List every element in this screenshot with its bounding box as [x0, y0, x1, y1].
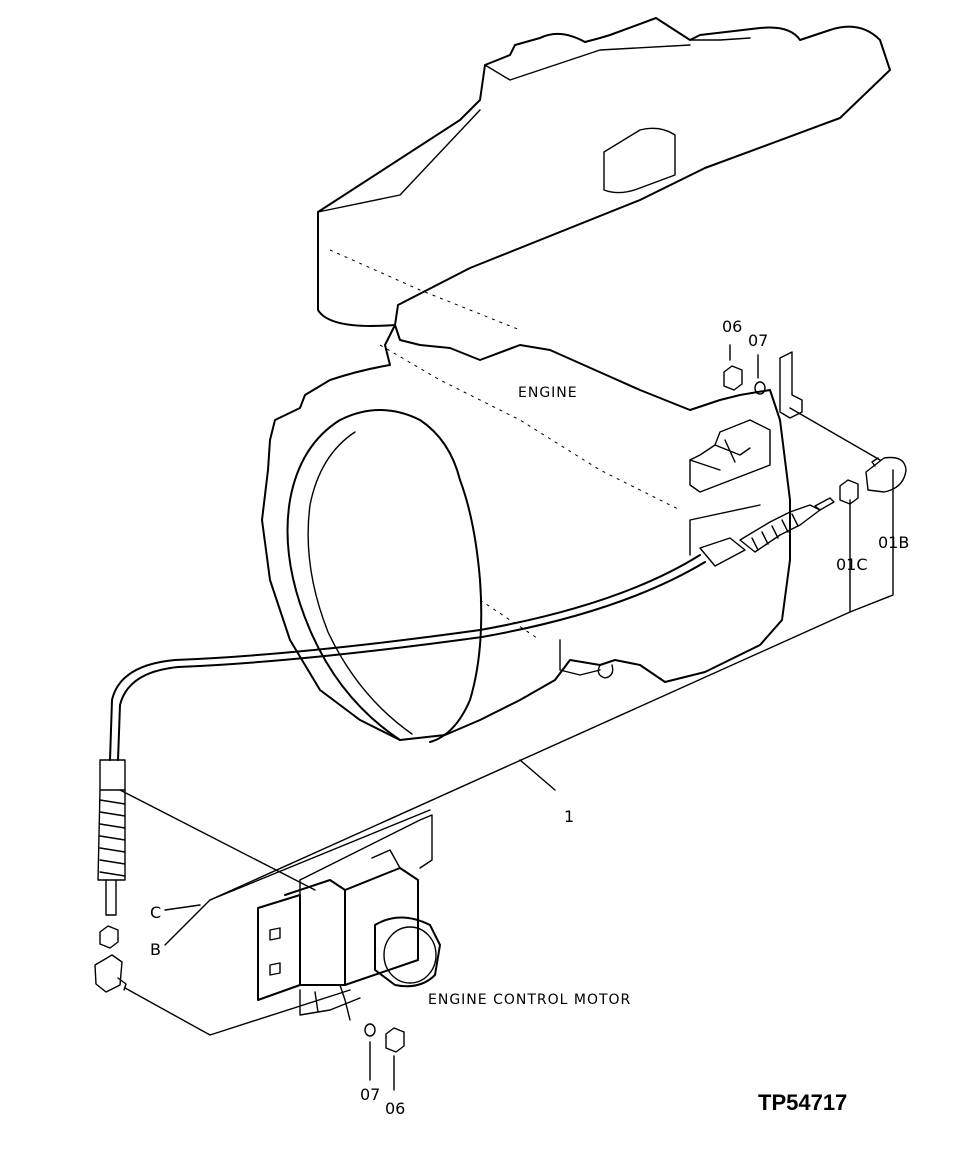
callout-01b: 01B [878, 533, 909, 552]
callout-washer-top: 07 [748, 331, 768, 350]
engine-label: ENGINE [518, 385, 578, 401]
callout-b: B [150, 940, 161, 959]
hardware-bottom [94, 925, 405, 1053]
engine-control-motor [257, 814, 441, 1021]
callout-cable: 1 [564, 807, 574, 826]
callout-nut-top: 06 [722, 317, 742, 336]
callout-01c: 01C [836, 555, 868, 574]
callout-washer-bottom: 07 [360, 1085, 380, 1104]
hardware-top [723, 351, 907, 505]
engine-control-motor-label: ENGINE CONTROL MOTOR [428, 992, 631, 1008]
control-cable [97, 497, 835, 916]
figure-id: TP54717 [758, 1090, 847, 1115]
leader-lines [119, 344, 894, 1091]
callout-nut-bottom: 06 [385, 1099, 405, 1118]
engine-bracket [689, 419, 771, 493]
engine-outline [261, 17, 891, 743]
callout-c: C [150, 903, 161, 922]
